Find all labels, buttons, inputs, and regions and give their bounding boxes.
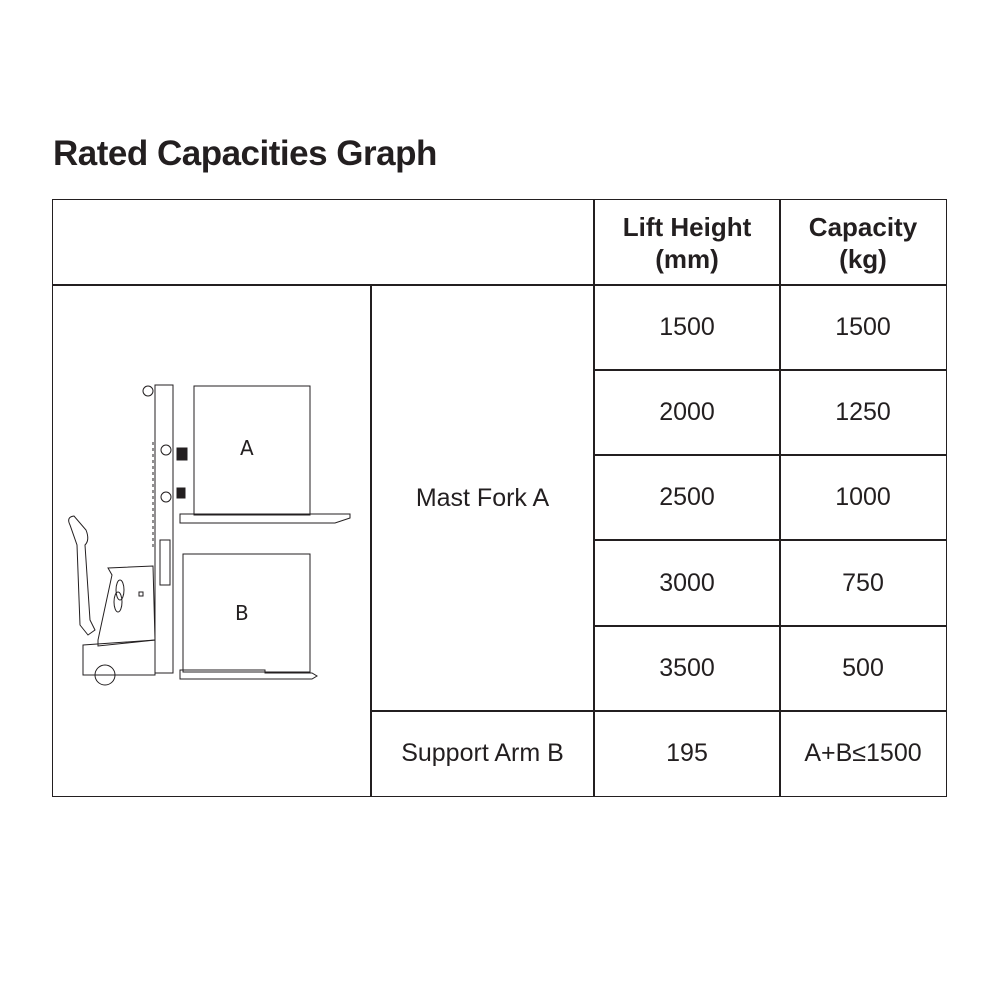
- header-capacity: Capacity (kg): [779, 199, 947, 286]
- capacity-cell: 500: [779, 625, 947, 712]
- capacity-cell: 750: [779, 539, 947, 627]
- tiller-handle: [68, 515, 96, 636]
- support-arm-capacity: A+B≤1500: [779, 710, 947, 797]
- lift-height-cell: 1500: [593, 284, 781, 371]
- header-lift-height-text: Lift Height (mm): [622, 211, 752, 274]
- mast-fork-label: Mast Fork A: [370, 284, 595, 712]
- load-box-b: [182, 553, 311, 673]
- lift-height-cell: 3500: [593, 625, 781, 712]
- page-title: Rated Capacities Graph: [53, 134, 437, 173]
- support-arm-label: Support Arm B: [370, 710, 595, 797]
- capacity-cell: 1000: [779, 454, 947, 541]
- header-empty-cell: [52, 199, 595, 286]
- load-box-a: [193, 385, 311, 516]
- lift-height-cell: 2500: [593, 454, 781, 541]
- stacker-body: [97, 565, 156, 647]
- support-arm-lift-height: 195: [593, 710, 781, 797]
- capacity-cell: 1250: [779, 369, 947, 456]
- header-capacity-text: Capacity (kg): [808, 211, 918, 274]
- support-arm: [179, 669, 318, 680]
- label-a: A: [240, 436, 254, 460]
- lift-height-cell: 3000: [593, 539, 781, 627]
- capacity-cell: 1500: [779, 284, 947, 371]
- header-lift-height: Lift Height (mm): [593, 199, 781, 286]
- lift-height-cell: 2000: [593, 369, 781, 456]
- wheel-icon: [94, 664, 116, 686]
- label-b: B: [235, 601, 249, 625]
- mast: [154, 384, 174, 674]
- mast-fork: [179, 513, 351, 524]
- stacker-base: [82, 639, 156, 676]
- illustration-cell: [52, 284, 372, 797]
